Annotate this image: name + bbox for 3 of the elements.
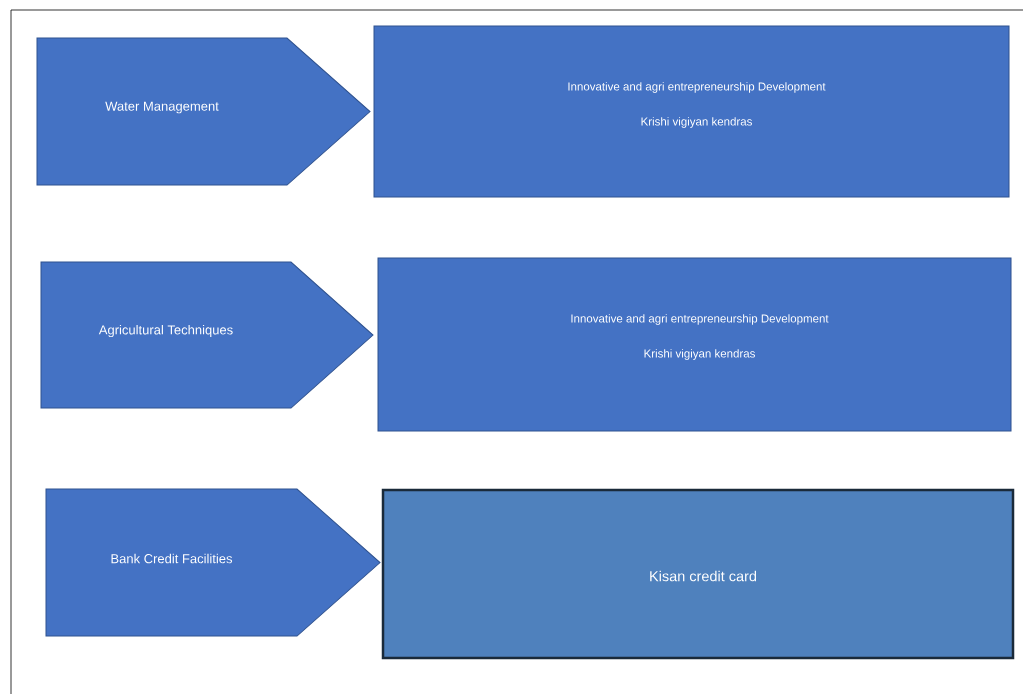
text-box: Innovative and agri entrepreneurship Development Krishi vigiyan kendras bbox=[377, 257, 1012, 432]
text-box: Kisan credit card bbox=[381, 488, 1015, 660]
text-box: Innovative and agri entrepreneurship Development Krishi vigiyan kendras bbox=[373, 25, 1010, 198]
